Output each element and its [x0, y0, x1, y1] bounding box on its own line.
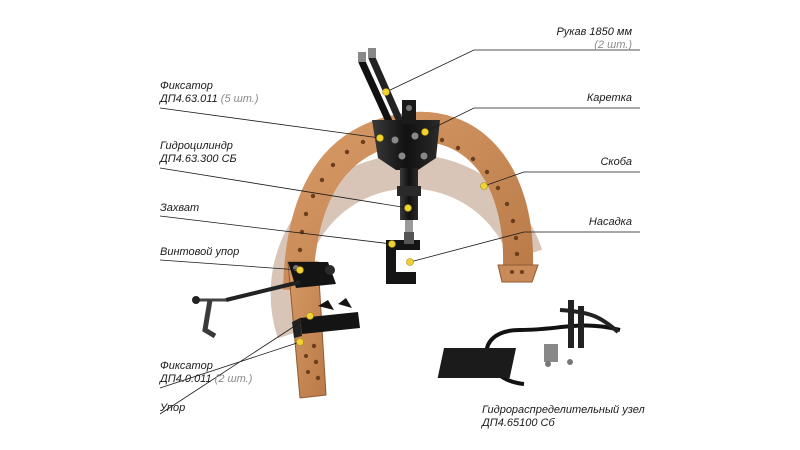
label-fixator-bottom-name: Фиксатор [160, 360, 213, 372]
hydraulic-cylinder [397, 168, 421, 240]
marker-carriage [421, 128, 429, 136]
distributor-assembly [437, 300, 621, 386]
callout-markers [296, 88, 488, 346]
label-screw-stop-name: Винтовой упор [160, 246, 240, 258]
label-fixator-top-qty: (5 шт.) [220, 93, 259, 105]
label-hose: Рукав 1850 мм (2 шт.) [556, 26, 632, 52]
label-fixator-bottom-code: ДП4.0.011 [160, 373, 212, 385]
label-fixator-bottom: Фиксатор ДП4.0.011 (2 шт.) [160, 360, 252, 386]
marker-screw-stop [296, 266, 304, 274]
bracket-holes [297, 133, 524, 274]
label-fixator-top: Фиксатор ДП4.63.011 (5 шт.) [160, 80, 259, 106]
label-nozzle-name: Насадка [588, 216, 632, 228]
marker-stop [306, 312, 314, 320]
label-bracket: Скоба [600, 156, 632, 169]
marker-grip [388, 240, 396, 248]
label-distributor-code: ДП4.65100 Сб [482, 417, 555, 429]
marker-cylinder [404, 204, 412, 212]
marker-fixator-top [376, 134, 384, 142]
marker-hose [382, 88, 390, 96]
label-cylinder: Гидроцилиндр ДП4.63.300 СБ [160, 140, 237, 166]
label-distributor: Гидрораспределительный узел ДП4.65100 Сб [482, 404, 645, 430]
label-fixator-top-code: ДП4.63.011 [160, 93, 218, 105]
leader-lines [159, 49, 640, 415]
hose-pair [358, 48, 406, 134]
label-carriage-name: Каретка [586, 92, 632, 104]
label-carriage: Каретка [587, 92, 632, 105]
label-bracket-name: Скоба [600, 156, 632, 168]
marker-bracket [480, 182, 488, 190]
label-grip-name: Захват [160, 202, 200, 214]
label-hose-qty: (2 шт.) [594, 39, 632, 51]
marker-nozzle [406, 258, 414, 266]
grip-clamp [386, 232, 420, 284]
label-nozzle: Насадка [589, 216, 632, 229]
label-screw-stop: Винтовой упор [160, 246, 239, 259]
label-fixator-top-name: Фиксатор [160, 80, 213, 92]
label-stop-name: Упор [160, 402, 186, 414]
label-stop: Упор [160, 402, 185, 415]
label-distributor-name: Гидрораспределительный узел [482, 404, 645, 416]
label-cylinder-name: Гидроцилиндр [160, 140, 233, 152]
label-grip: Захват [160, 202, 199, 215]
marker-fixator-bottom [296, 338, 304, 346]
label-hose-name: Рукав 1850 мм [556, 26, 632, 38]
label-cylinder-code: ДП4.63.300 СБ [160, 153, 237, 165]
label-fixator-bottom-qty: (2 шт.) [214, 373, 253, 385]
